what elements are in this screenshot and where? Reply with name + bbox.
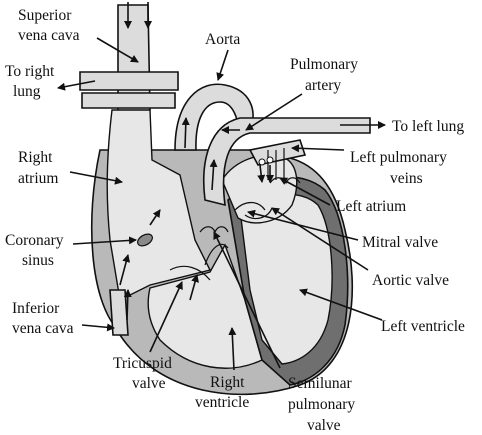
leader-lines [69, 37, 383, 371]
flow-arrow-aorta-up [181, 117, 190, 149]
flow-arrow-rv-up [189, 274, 199, 301]
flow-arrow-ivc-up [119, 254, 131, 286]
label-aorta: Aorta [205, 31, 240, 48]
label-aortic-valve: Aortic valve [372, 272, 449, 289]
tricuspid-valve-shape [169, 243, 229, 281]
flow-arrow-pulmonary-up [209, 159, 218, 191]
label-left-atrium: Left atrium [336, 198, 406, 215]
label-right-ventricle: Right ventricle [195, 374, 249, 411]
label-mitral-valve: Mitral valve [362, 234, 438, 251]
label-left-pulmonary-veins: Left pulmonary veins [350, 149, 451, 187]
right-atrium-chamber [106, 109, 212, 302]
flow-arrow-la-down [257, 164, 266, 183]
right-pulmonary-vessel-lower [81, 92, 176, 109]
label-superior-vena-cava: Superior vena cava [18, 7, 80, 44]
label-right-atrium: Right atrium [18, 149, 58, 187]
label-tricuspid-valve: Tricuspid valve [113, 355, 176, 392]
label-to-right-lung: To right lung [5, 63, 58, 100]
label-left-ventricle: Left ventricle [381, 318, 465, 335]
flow-arrow-ivc-up-2 [123, 289, 132, 321]
label-semilunar-pulmonary-valve: Semilunar pulmonary valve [288, 375, 359, 434]
label-coronary-sinus: Coronary sinus [5, 232, 67, 269]
labels: Superior vena cava Aorta Pulmonary arter… [5, 7, 465, 434]
coronary-sinus-opening [137, 233, 153, 247]
flow-arrow-to-right-lung [57, 80, 96, 91]
label-pulmonary-artery: Pulmonary artery [290, 56, 362, 94]
flow-arrow-ra-up [149, 209, 161, 226]
label-to-left-lung: To left lung [392, 118, 464, 135]
blood-flow-arrows [57, 2, 386, 321]
label-inferior-vena-cava: Inferior vena cava [12, 300, 74, 337]
